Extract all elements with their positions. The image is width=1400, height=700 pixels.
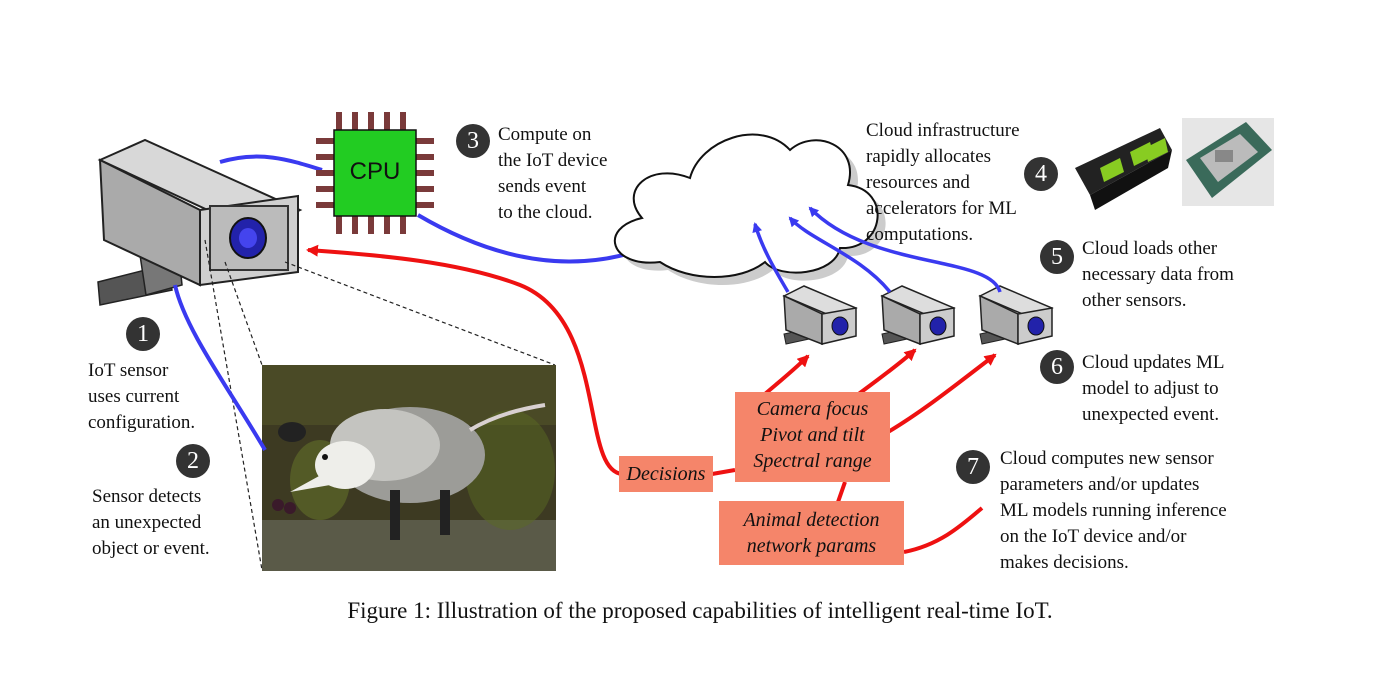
step-4-badge: 4: [1024, 157, 1058, 191]
small-camera-icon: [978, 285, 1054, 346]
network-params-box: Animal detection network params: [719, 501, 904, 565]
step-2-text: Sensor detects an unexpected object or e…: [92, 486, 210, 559]
step-7-badge: 7: [956, 450, 990, 484]
step-3-badge: 3: [456, 124, 490, 158]
step-4-text: Cloud infrastructure rapidly allocates r…: [866, 120, 1020, 245]
wire-camera-photo: [173, 284, 267, 452]
camera-params-box: Camera focus Pivot and tilt Spectral ran…: [735, 392, 890, 482]
step-3-text: Compute on the IoT device sends event to…: [498, 124, 608, 223]
step-1-text: IoT sensor uses current configuration.: [88, 360, 196, 433]
step-1-badge: 1: [126, 317, 160, 351]
figure-caption: Figure 1: Illustration of the proposed c…: [347, 598, 1053, 623]
decisions-box: Decisions: [619, 456, 713, 492]
gpu-card-icon: [1075, 128, 1172, 210]
cpu-label: CPU: [349, 158, 401, 185]
main-camera-icon: [97, 138, 303, 306]
tpu-board-icon: [1182, 118, 1274, 206]
opossum-photo: [262, 365, 556, 571]
small-camera-icon: [880, 285, 956, 346]
view-cone: [204, 239, 556, 571]
arrows-sensors-cloud: [752, 206, 1002, 294]
cloud-icon: [613, 133, 886, 285]
step-6-badge: 6: [1040, 350, 1074, 384]
step-2-badge: 2: [176, 444, 210, 478]
wire-camera-cpu: [219, 154, 323, 172]
small-camera-icon: [782, 285, 858, 346]
cpu-icon: [316, 112, 434, 234]
step-6-text: Cloud updates ML model to adjust to unex…: [1082, 352, 1225, 425]
step-5-badge: 5: [1040, 240, 1074, 274]
step-5-text: Cloud loads other necessary data from ot…: [1082, 238, 1234, 311]
step-7-text: Cloud computes new sensor parameters and…: [1000, 448, 1227, 573]
